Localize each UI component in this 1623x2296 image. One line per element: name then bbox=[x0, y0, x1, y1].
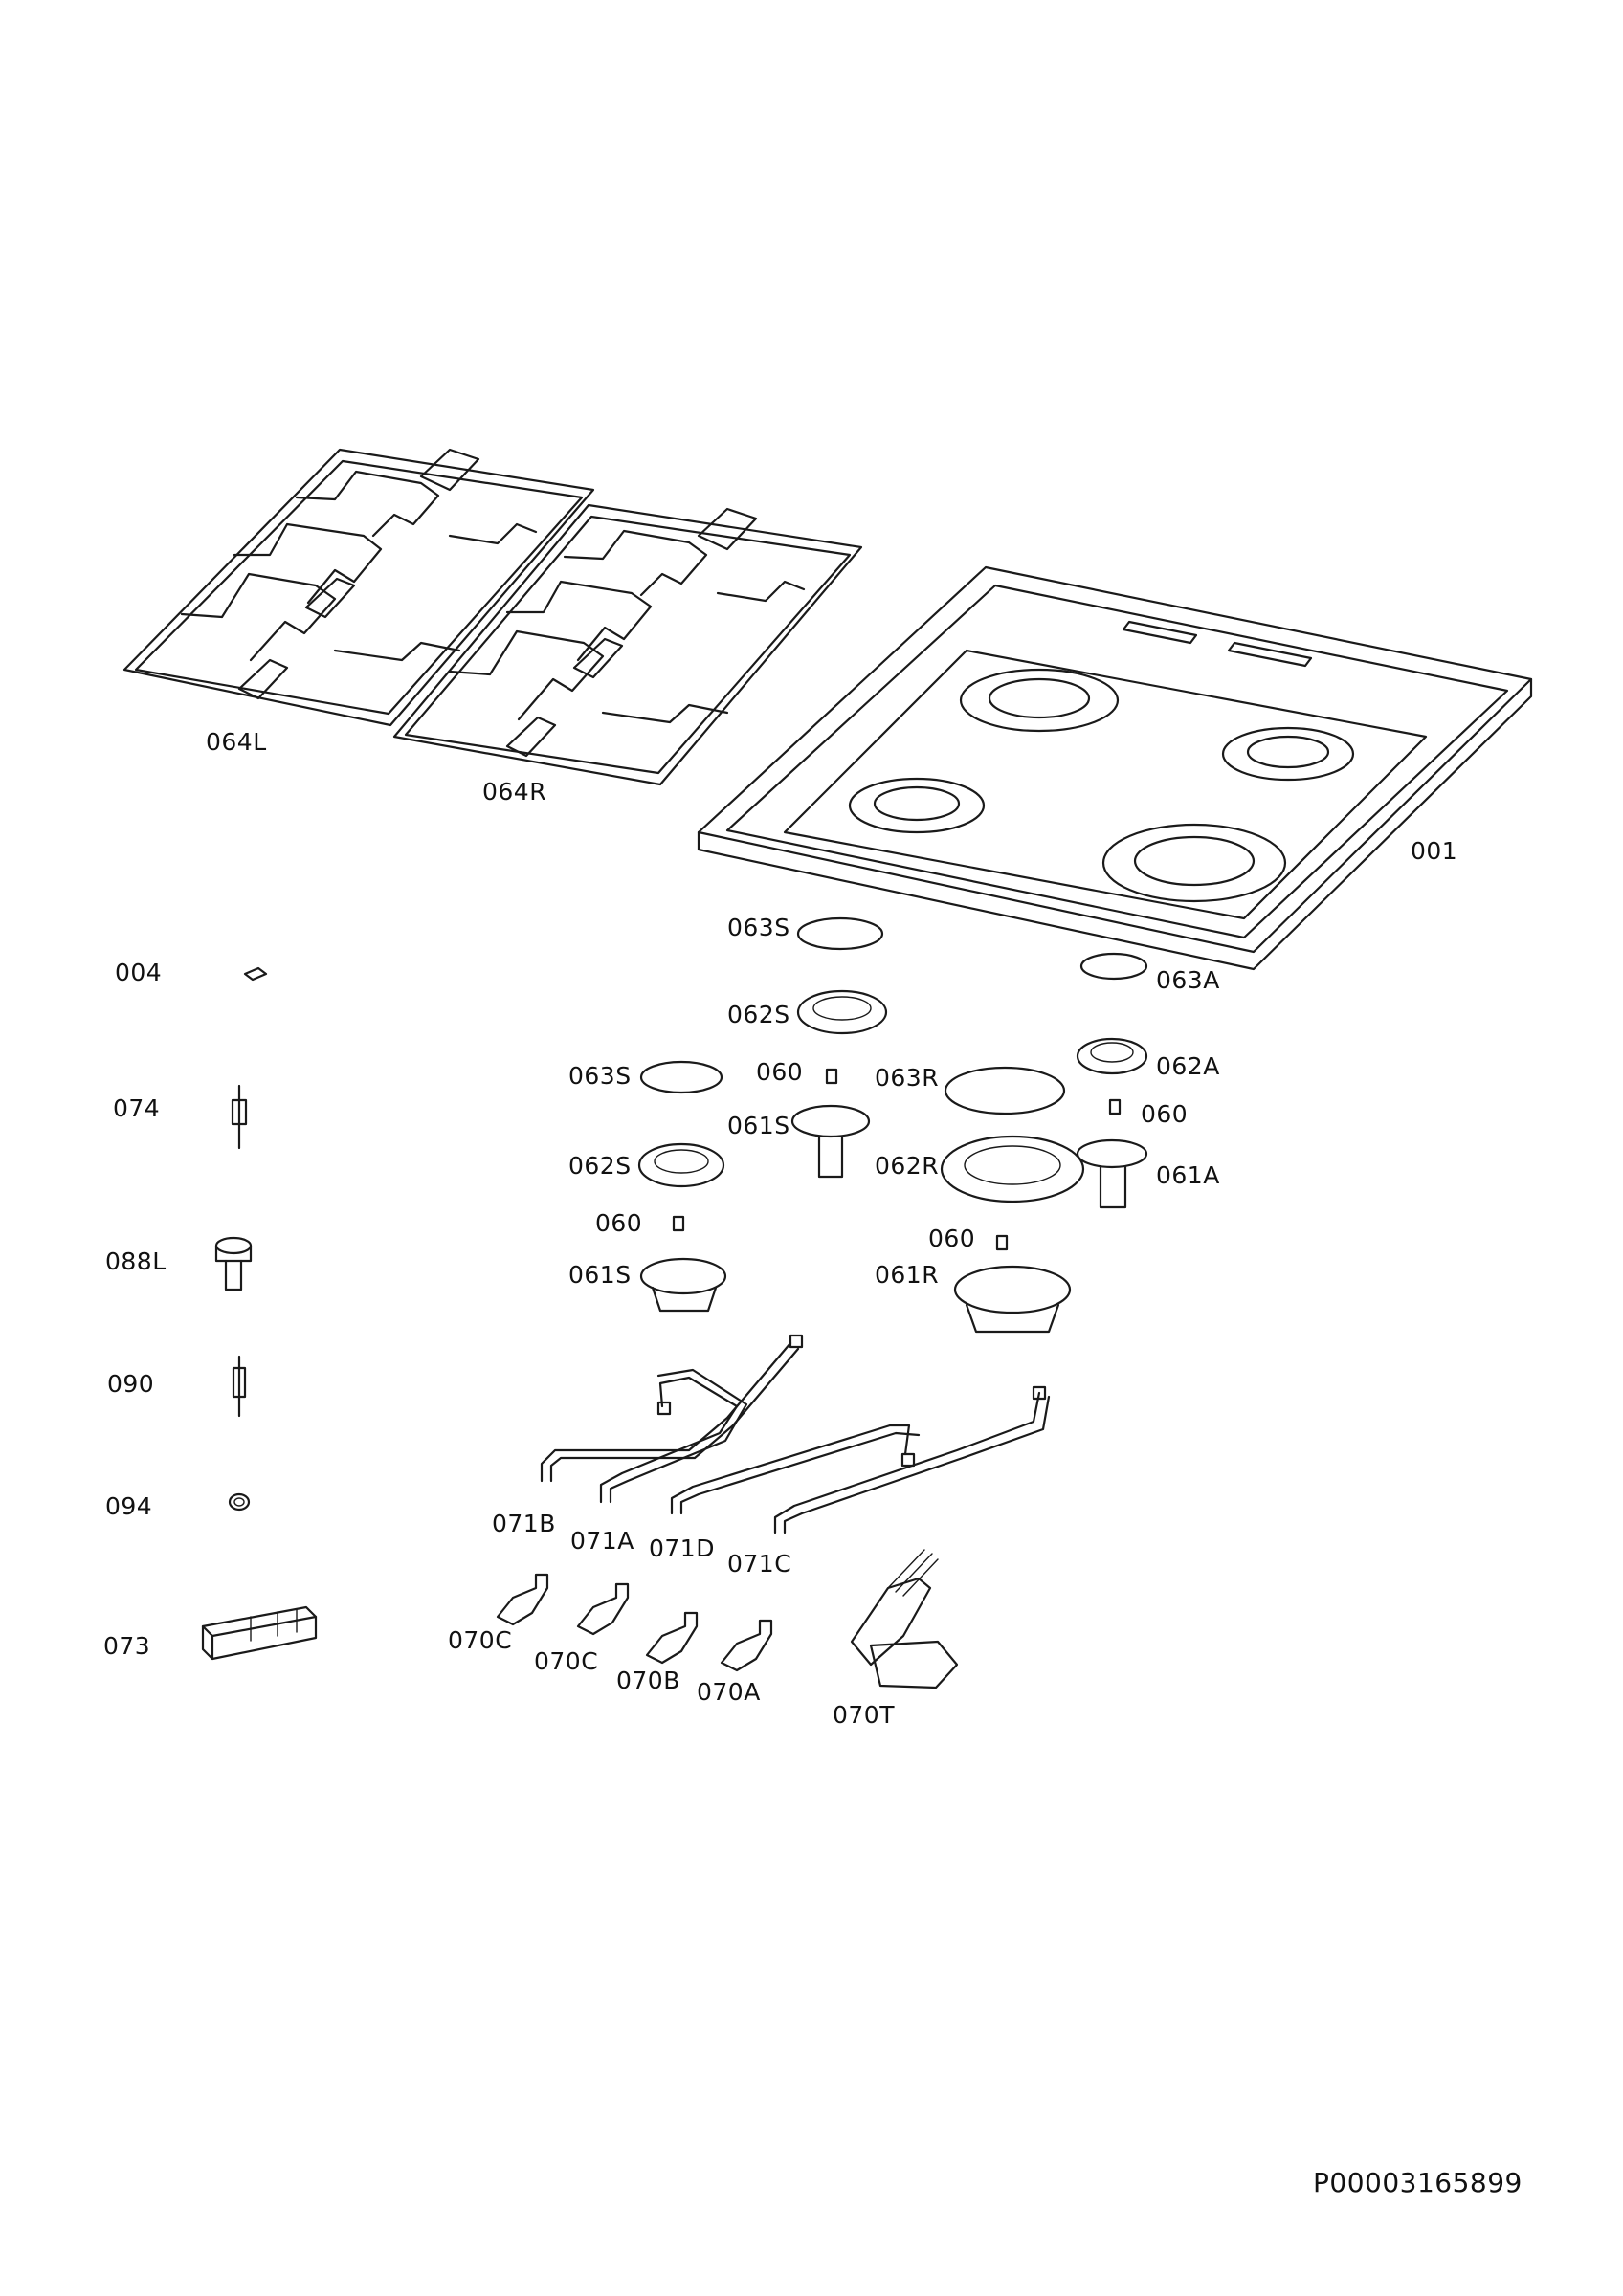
label-060-b: 060 bbox=[1141, 1100, 1189, 1128]
burner-crown-062S-top bbox=[796, 989, 888, 1035]
pan-support-right bbox=[392, 503, 863, 786]
label-061S-top: 061S bbox=[727, 1112, 790, 1139]
label-063R: 063R bbox=[875, 1064, 940, 1092]
label-060-a: 060 bbox=[756, 1058, 804, 1086]
label-062A: 062A bbox=[1156, 1052, 1220, 1080]
label-061A: 061A bbox=[1156, 1161, 1220, 1189]
label-071A: 071A bbox=[570, 1527, 634, 1555]
label-060-d: 060 bbox=[928, 1225, 976, 1252]
document-number: P00003165899 bbox=[1313, 2167, 1523, 2198]
label-061S-left: 061S bbox=[568, 1261, 632, 1289]
burner-crown-062S-left bbox=[637, 1142, 725, 1188]
label-062S-top: 062S bbox=[727, 1001, 790, 1028]
label-070T: 070T bbox=[833, 1701, 895, 1729]
label-062S-left: 062S bbox=[568, 1152, 632, 1180]
label-088L: 088L bbox=[105, 1247, 167, 1275]
burner-cap-063S-top bbox=[796, 916, 884, 951]
label-060-c: 060 bbox=[595, 1209, 643, 1237]
label-073: 073 bbox=[103, 1632, 151, 1660]
label-070A: 070A bbox=[697, 1678, 761, 1706]
burner-body-061S-left bbox=[639, 1257, 727, 1313]
burner-cap-063R bbox=[944, 1066, 1066, 1115]
label-071B: 071B bbox=[492, 1510, 556, 1537]
burner-body-061S-top bbox=[790, 1104, 871, 1179]
injector-060-c bbox=[672, 1215, 685, 1232]
label-070C-a: 070C bbox=[448, 1626, 513, 1654]
gas-taps-070 bbox=[496, 1573, 773, 1672]
pan-support-left bbox=[122, 448, 595, 727]
label-070C-b: 070C bbox=[534, 1647, 599, 1675]
burner-crown-062R bbox=[940, 1135, 1085, 1203]
label-004: 004 bbox=[115, 959, 163, 986]
clip-004 bbox=[243, 966, 268, 982]
hob-top bbox=[697, 565, 1533, 971]
burner-crown-062A bbox=[1076, 1037, 1148, 1075]
label-074: 074 bbox=[113, 1094, 161, 1122]
label-063A: 063A bbox=[1156, 966, 1220, 994]
label-063S-top: 063S bbox=[727, 914, 790, 941]
label-090: 090 bbox=[107, 1370, 155, 1398]
label-094: 094 bbox=[105, 1492, 153, 1520]
burner-body-061R bbox=[953, 1265, 1072, 1334]
label-071D: 071D bbox=[649, 1534, 715, 1562]
switch-block-073 bbox=[201, 1605, 318, 1661]
electrode-090 bbox=[232, 1355, 247, 1418]
knob-088L bbox=[214, 1236, 253, 1292]
label-064L: 064L bbox=[206, 728, 267, 756]
washer-094 bbox=[228, 1492, 251, 1512]
injector-060-a bbox=[825, 1068, 838, 1085]
injector-060-d bbox=[995, 1234, 1009, 1251]
gas-pipes-071 bbox=[540, 1334, 1051, 1534]
burner-cap-063A bbox=[1079, 952, 1148, 981]
burner-body-061A bbox=[1076, 1138, 1148, 1209]
thermocouple-074 bbox=[231, 1084, 248, 1150]
label-071C: 071C bbox=[727, 1550, 792, 1578]
thermostat-tap-070T bbox=[850, 1549, 959, 1689]
injector-060-b bbox=[1108, 1098, 1122, 1115]
label-062R: 062R bbox=[875, 1152, 940, 1180]
label-064R: 064R bbox=[482, 778, 547, 806]
label-001: 001 bbox=[1411, 837, 1458, 865]
label-063S-left: 063S bbox=[568, 1062, 632, 1090]
label-061R: 061R bbox=[875, 1261, 940, 1289]
burner-cap-063S-left bbox=[639, 1060, 723, 1094]
label-070B: 070B bbox=[616, 1667, 680, 1694]
